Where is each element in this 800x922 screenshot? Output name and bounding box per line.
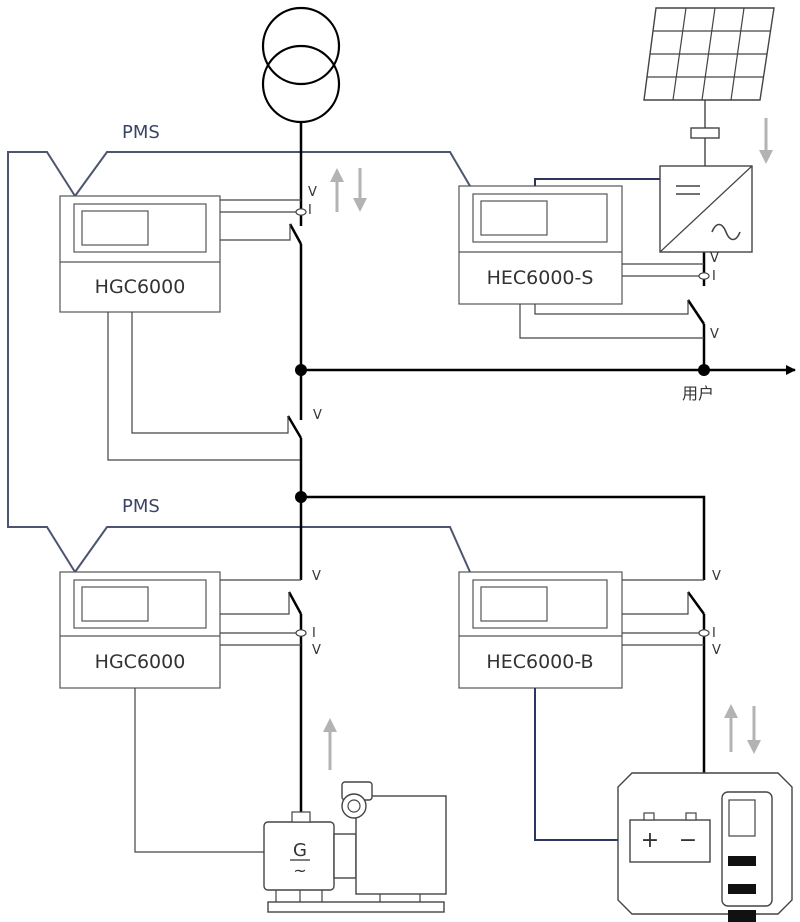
signal-label-i-top: I — [308, 203, 312, 218]
comm-wire-battery — [534, 688, 620, 841]
flow-arrow-bat-up-head — [724, 704, 738, 718]
transformer-icon — [261, 6, 341, 124]
signal-label-v-gen-bus: V — [312, 569, 321, 584]
signal-wire-tl-tie-a — [107, 312, 300, 461]
flow-arrow-gen-up-head — [323, 718, 337, 732]
controller-hgc6000-top: HGC6000 — [59, 195, 221, 313]
ct-sensor-pv — [698, 272, 710, 280]
generator-set-icon — [263, 781, 447, 913]
pms-line-top-right — [74, 151, 471, 197]
controller-hec6000-b: HEC6000-B — [458, 571, 623, 689]
ct-sensor-battery — [698, 629, 710, 637]
signal-wire-tl-tie-b — [131, 312, 289, 434]
signal-wire-tr-sw — [534, 300, 689, 315]
signal-label-v-bat: V — [712, 643, 721, 658]
signal-wire-tr-bus — [519, 304, 704, 339]
pms-label-top: PMS — [122, 122, 160, 143]
solar-panel-icon — [643, 7, 775, 166]
signal-label-i-pv: I — [712, 269, 716, 284]
signal-label-v-pv-bus: V — [710, 327, 719, 342]
pms-line-bottom-right — [74, 526, 471, 573]
signal-label-i-bat: I — [712, 626, 716, 641]
signal-label-v-bat-bus: V — [712, 569, 721, 584]
pv-switch — [686, 299, 706, 325]
pms-line-top — [7, 151, 76, 573]
controller-label-top-right: HEC6000-S — [487, 267, 594, 289]
signal-label-v-tie: V — [313, 408, 322, 423]
ct-sensor-gen — [295, 629, 307, 637]
signal-wire-bl-sw — [220, 592, 290, 615]
dc-ac-inverter-icon — [659, 165, 753, 253]
lower-bus — [301, 495, 706, 580]
battery-storage-icon — [617, 772, 793, 922]
battery-switch — [686, 591, 706, 615]
signal-label-v-pv: V — [710, 251, 719, 266]
battery-plus-label: + — [641, 828, 659, 853]
flow-arrow-bat-down-head — [747, 740, 761, 754]
user-label: 用户 — [682, 384, 714, 403]
comm-wire-pv-inverter — [534, 178, 660, 186]
gen-switch — [287, 591, 303, 615]
ct-sensor-top — [295, 208, 307, 216]
bus-node-upper — [295, 364, 307, 376]
signal-wire-bl-gen — [134, 688, 264, 853]
signal-label-i-gen: I — [312, 626, 316, 641]
controller-hgc6000-bottom: HGC6000 — [59, 571, 221, 689]
feeder-switch-top — [288, 223, 303, 245]
controller-label-top-left: HGC6000 — [95, 276, 186, 298]
signal-wire-br-sw — [622, 592, 689, 615]
flow-arrow-grid-down-head — [353, 198, 367, 212]
generator-wave-label: ~ — [293, 861, 306, 880]
controller-hec6000-s: HEC6000-S — [458, 185, 623, 305]
flow-arrow-pv-down-head — [759, 150, 773, 164]
bus-node-lower — [295, 491, 307, 503]
battery-minus-label: − — [679, 828, 697, 853]
flow-arrow-grid-up-head — [330, 168, 344, 182]
controller-label-bottom-right: HEC6000-B — [486, 651, 593, 673]
controller-label-bottom-left: HGC6000 — [95, 651, 186, 673]
signal-label-v-gen: V — [312, 643, 321, 658]
pms-label-bottom: PMS — [122, 496, 160, 517]
tie-switch — [286, 415, 303, 439]
signal-label-v-top: V — [308, 185, 317, 200]
signal-wire-tl-sw — [220, 224, 291, 241]
generator-symbol-label: G — [293, 840, 307, 861]
